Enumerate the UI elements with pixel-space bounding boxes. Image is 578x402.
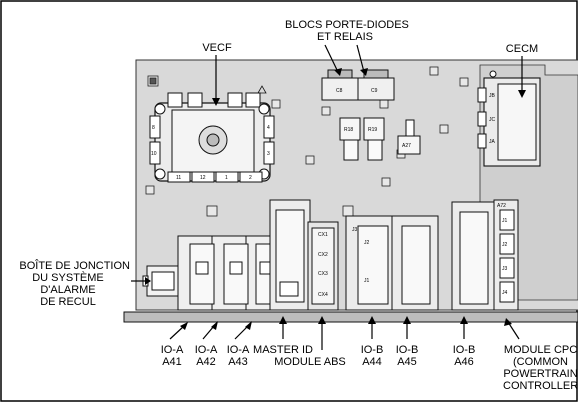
fuse-label: 2 <box>249 175 252 181</box>
io-a-modules <box>177 235 281 311</box>
label-boite-line1: BOÎTE DE JONCTION <box>19 260 130 272</box>
fuse-label: 11 <box>176 175 181 181</box>
label-blocs-line1: BLOCS PORTE-DIODES <box>285 19 409 31</box>
label-io-b-a44-line1: IO-B <box>360 344 384 356</box>
label-io-a-a42-line2: A42 <box>196 356 216 368</box>
label-master-id: MASTER ID <box>253 344 313 356</box>
label-cpc-line4: CONTROLLER) <box>503 380 578 392</box>
abs-module <box>307 221 339 311</box>
abs-connector-label: CX4 <box>318 292 328 298</box>
label-boite-line4: DE RECUL <box>40 296 96 308</box>
cecm-pin-label: JA <box>489 139 496 145</box>
abs-connector-label: CX1 <box>318 232 328 238</box>
cecm-unit <box>477 70 541 167</box>
diode-label: R19 <box>368 127 377 133</box>
module-connector-label: J3 <box>352 227 358 233</box>
label-cpc-line2: (COMMON <box>513 356 568 368</box>
label-io-a-a43-line1: IO-A <box>226 344 250 356</box>
relay-label: C9 <box>371 88 378 94</box>
relay-label: C8 <box>336 88 343 94</box>
fuse-label: 12 <box>200 175 206 181</box>
label-io-b-a46-line1: IO-B <box>452 344 476 356</box>
label-cpc-line3: POWERTRAIN <box>503 368 578 380</box>
module-connector-label: J1 <box>364 278 370 284</box>
fuse-label: 4 <box>267 125 270 131</box>
fuse-label: 10 <box>151 151 157 157</box>
cpc-connector-label: J3 <box>502 266 508 272</box>
fuse-label: 1 <box>225 175 228 181</box>
fuse-label: 8 <box>152 125 155 131</box>
label-io-b-a46-line2: A46 <box>454 356 474 368</box>
label-io-b-a45-line2: A45 <box>397 356 417 368</box>
backup-alarm-junction-box <box>142 265 184 297</box>
diode-label: A27 <box>402 143 411 149</box>
label-cecm: CECM <box>505 43 539 55</box>
abs-connector-label: CX3 <box>318 271 328 277</box>
module-connector-label: J2 <box>364 240 370 246</box>
leader-lines <box>131 44 523 350</box>
cpc-module <box>493 199 519 311</box>
cpc-connector-label: J2 <box>502 242 508 248</box>
diode-label: R18 <box>344 127 353 133</box>
label-boite-line2: DU SYSTÈME <box>32 272 104 284</box>
io-b-modules <box>345 201 495 311</box>
abs-connector-label: CX2 <box>318 252 328 258</box>
cpc-connector-label: J1 <box>502 218 508 224</box>
label-boite-line3: D'ALARME <box>40 284 96 296</box>
leader-arrowheads <box>145 68 526 330</box>
bottom-rail <box>123 311 578 323</box>
label-vecf: VECF <box>202 42 232 54</box>
cpc-connector-label: J4 <box>502 290 508 296</box>
vecf-unit <box>149 85 275 183</box>
label-blocs-line2: ET RELAIS <box>316 31 374 43</box>
label-io-a-a43-line2: A43 <box>228 356 248 368</box>
fuse-label: 3 <box>267 151 270 157</box>
label-cpc-line1: MODULE CPC <box>503 344 578 356</box>
mounting-studs <box>145 66 524 217</box>
label-io-a-a42-line1: IO-A <box>194 344 218 356</box>
label-io-a-a41-line2: A41 <box>162 356 182 368</box>
label-io-a-a41-line1: IO-A <box>160 344 184 356</box>
cecm-pin-label: JB <box>489 93 496 99</box>
label-io-b-a45-line1: IO-B <box>395 344 419 356</box>
master-id-module <box>269 199 311 311</box>
label-io-b-a44-line2: A44 <box>362 356 382 368</box>
cpc-tag: A72 <box>497 203 506 209</box>
cecm-pin-label: JC <box>489 117 496 123</box>
label-module-abs: MODULE ABS <box>274 356 346 368</box>
